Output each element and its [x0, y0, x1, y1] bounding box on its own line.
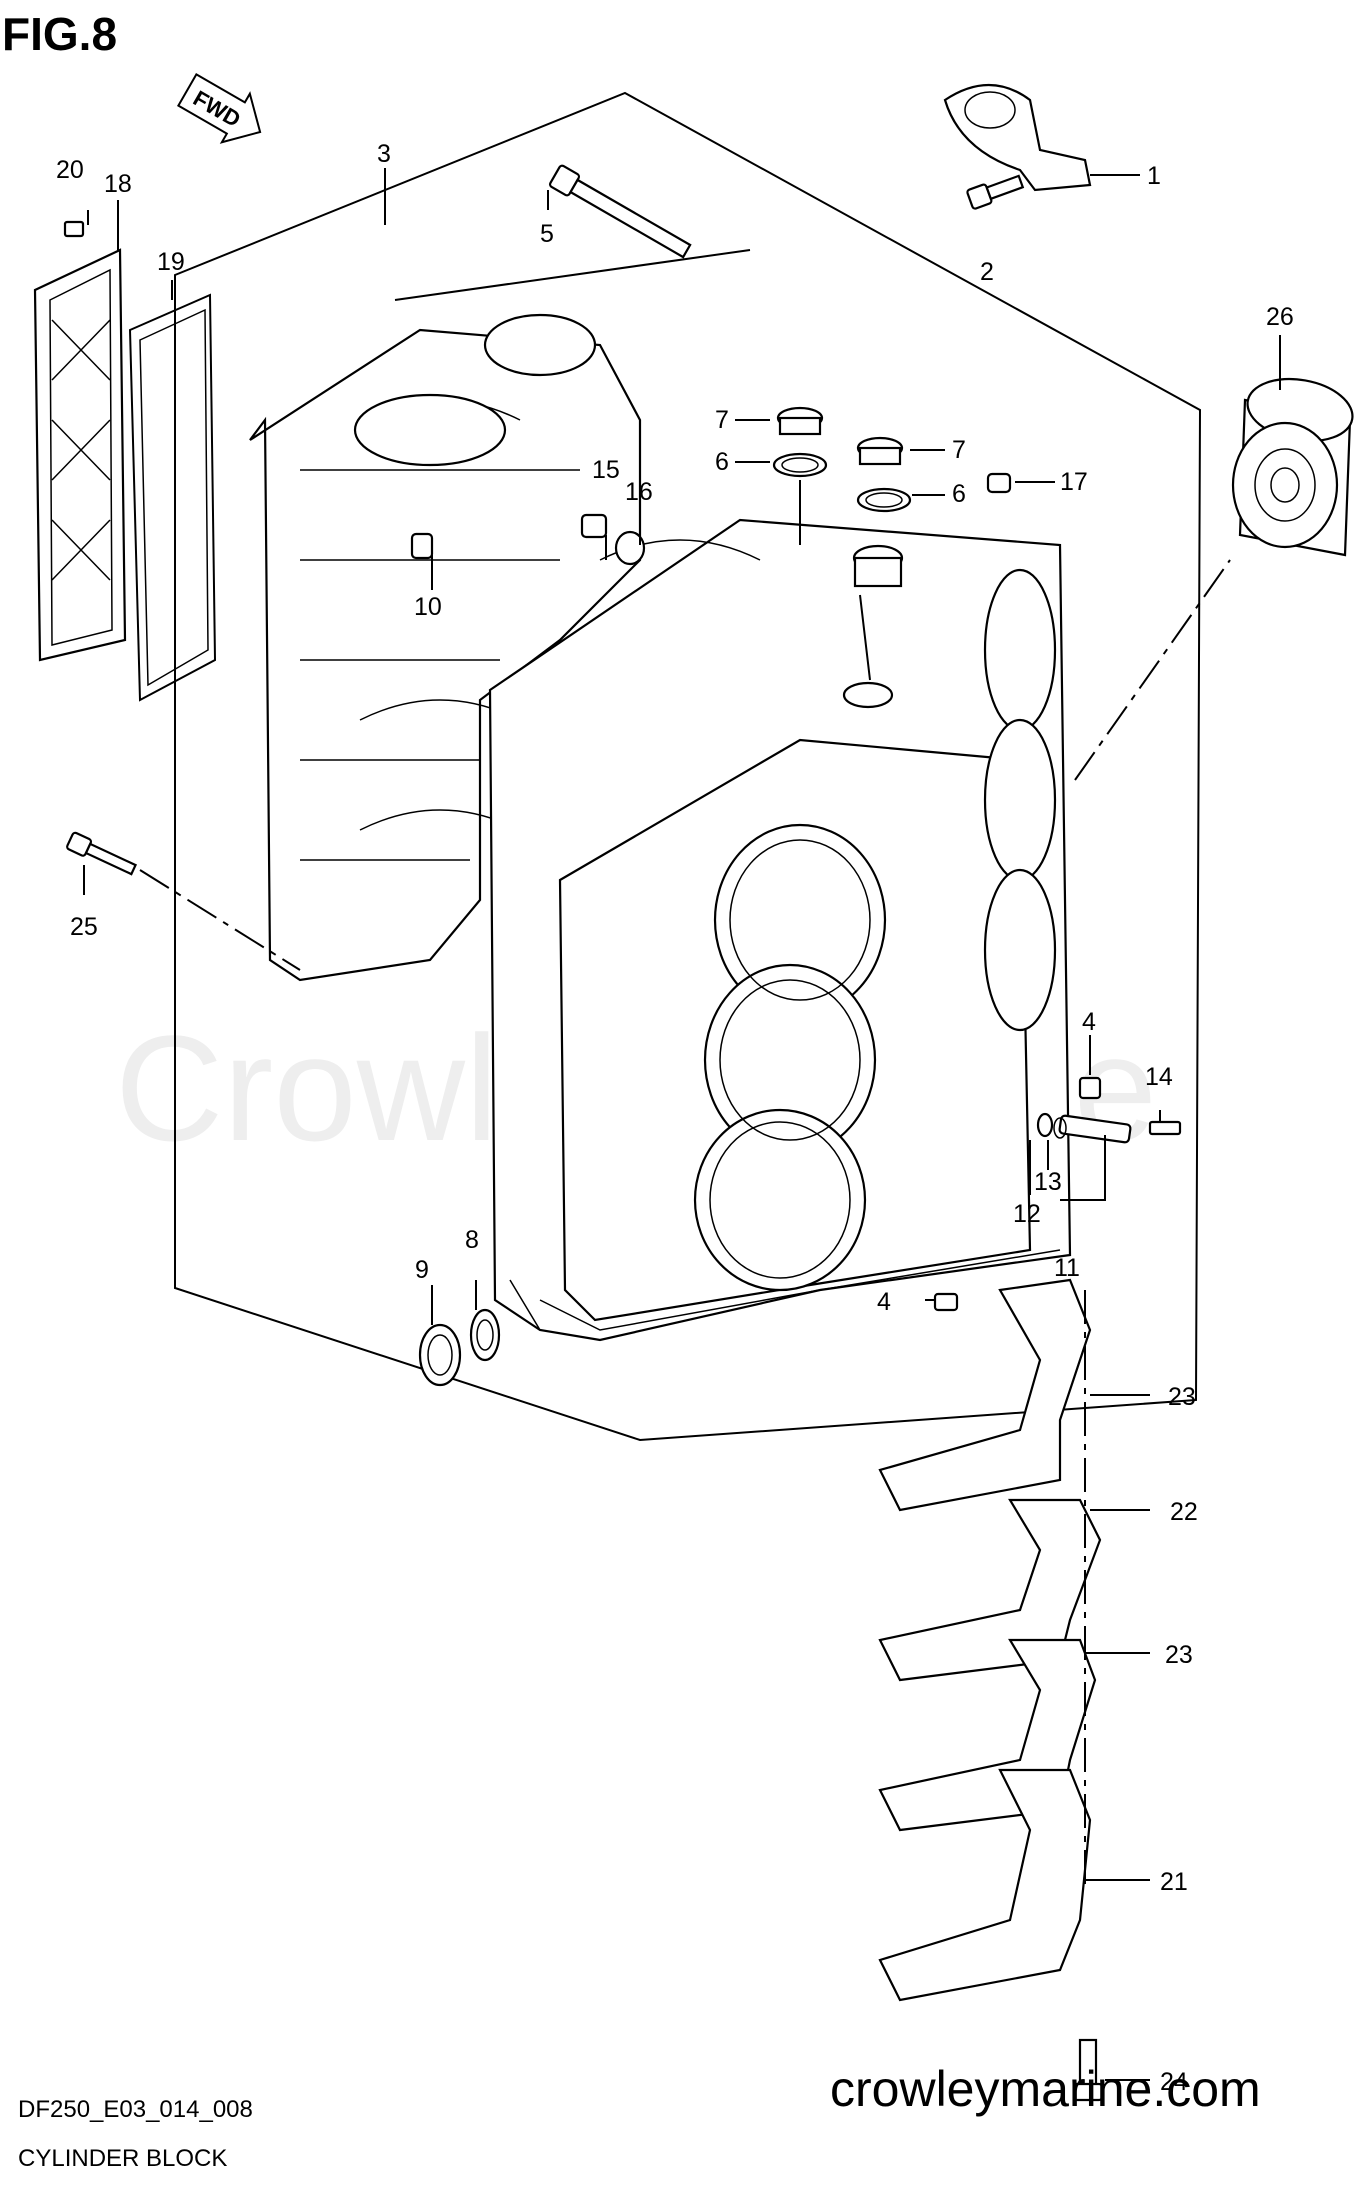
cylinder-block-part: [249, 313, 1072, 1342]
callout-17: 17: [1060, 468, 1088, 496]
callout-8: 8: [465, 1226, 479, 1254]
callout-9: 9: [415, 1256, 429, 1284]
plate-21-part: [878, 1768, 1092, 2002]
diagram-code: DF250_E03_014_008: [18, 2096, 253, 2123]
sensor-11-part: [1036, 1112, 1132, 1144]
callout-6b: 6: [952, 480, 966, 508]
lifting-bracket-part: [943, 83, 1092, 192]
plug-9-part: [418, 1323, 462, 1387]
o-ring-6a-part: [772, 452, 828, 478]
callout-26: 26: [1266, 303, 1294, 331]
fitting-port-part: [842, 544, 904, 709]
callout-25: 25: [70, 913, 98, 941]
callout-23b: 23: [1165, 1641, 1193, 1669]
bolt-20-part: [63, 220, 85, 238]
plug-7a-part: [776, 406, 824, 436]
callout-10: 10: [414, 593, 442, 621]
bolt-2-part: [966, 174, 1025, 210]
callout-20: 20: [56, 156, 84, 184]
plug-7b-part: [856, 436, 904, 466]
website-url: crowleymarine.com: [830, 2061, 1261, 2117]
callout-14: 14: [1145, 1063, 1173, 1091]
pin-4a-part: [1078, 1076, 1102, 1100]
diagram-title: CYLINDER BLOCK: [18, 2145, 227, 2172]
callout-3: 3: [377, 140, 391, 168]
pin-4b-part: [933, 1292, 959, 1312]
leader-lines: [83, 168, 1281, 2081]
gasket-23a-part: [878, 1278, 1092, 1512]
callout-7a: 7: [715, 406, 729, 434]
assembly-outline: [174, 91, 1202, 1442]
callout-4b: 4: [877, 1288, 891, 1316]
bolt-25-part: [66, 831, 138, 876]
oil-filter-part: [1231, 377, 1354, 557]
bolt-5-part: [548, 164, 692, 259]
cover-plate-part: [33, 248, 127, 662]
callout-6a: 6: [715, 448, 729, 476]
fitting-15-part: [580, 513, 608, 539]
clip-16-part: [614, 530, 646, 566]
callout-19: 19: [157, 248, 185, 276]
o-ring-6b-part: [856, 487, 912, 513]
screw-14-part: [1148, 1120, 1182, 1136]
callout-24: 24: [1160, 2068, 1188, 2096]
callout-18: 18: [104, 170, 132, 198]
dowel-pin-part: [410, 532, 434, 560]
callout-2: 2: [980, 258, 994, 286]
fwd-arrow-icon: FWD: [176, 73, 262, 144]
callout-7b: 7: [952, 436, 966, 464]
gasket-22-part: [878, 1498, 1102, 1682]
washer-8-part: [469, 1308, 501, 1362]
callout-1: 1: [1147, 162, 1161, 190]
callout-21: 21: [1160, 1868, 1188, 1896]
callout-13: 13: [1034, 1168, 1062, 1196]
figure-title: FIG.8: [2, 8, 117, 60]
callout-11: 11: [1054, 1254, 1080, 1282]
callout-5: 5: [540, 220, 554, 248]
callout-22: 22: [1170, 1498, 1198, 1526]
cover-gasket-part: [128, 293, 217, 702]
callout-23a: 23: [1168, 1383, 1196, 1411]
bolt-24-part: [1072, 2038, 1104, 2102]
callout-12: 12: [1013, 1200, 1041, 1228]
callout-4a: 4: [1082, 1008, 1096, 1036]
callout-16: 16: [625, 478, 653, 506]
callout-15: 15: [592, 456, 620, 484]
nut-17-part: [986, 472, 1012, 494]
